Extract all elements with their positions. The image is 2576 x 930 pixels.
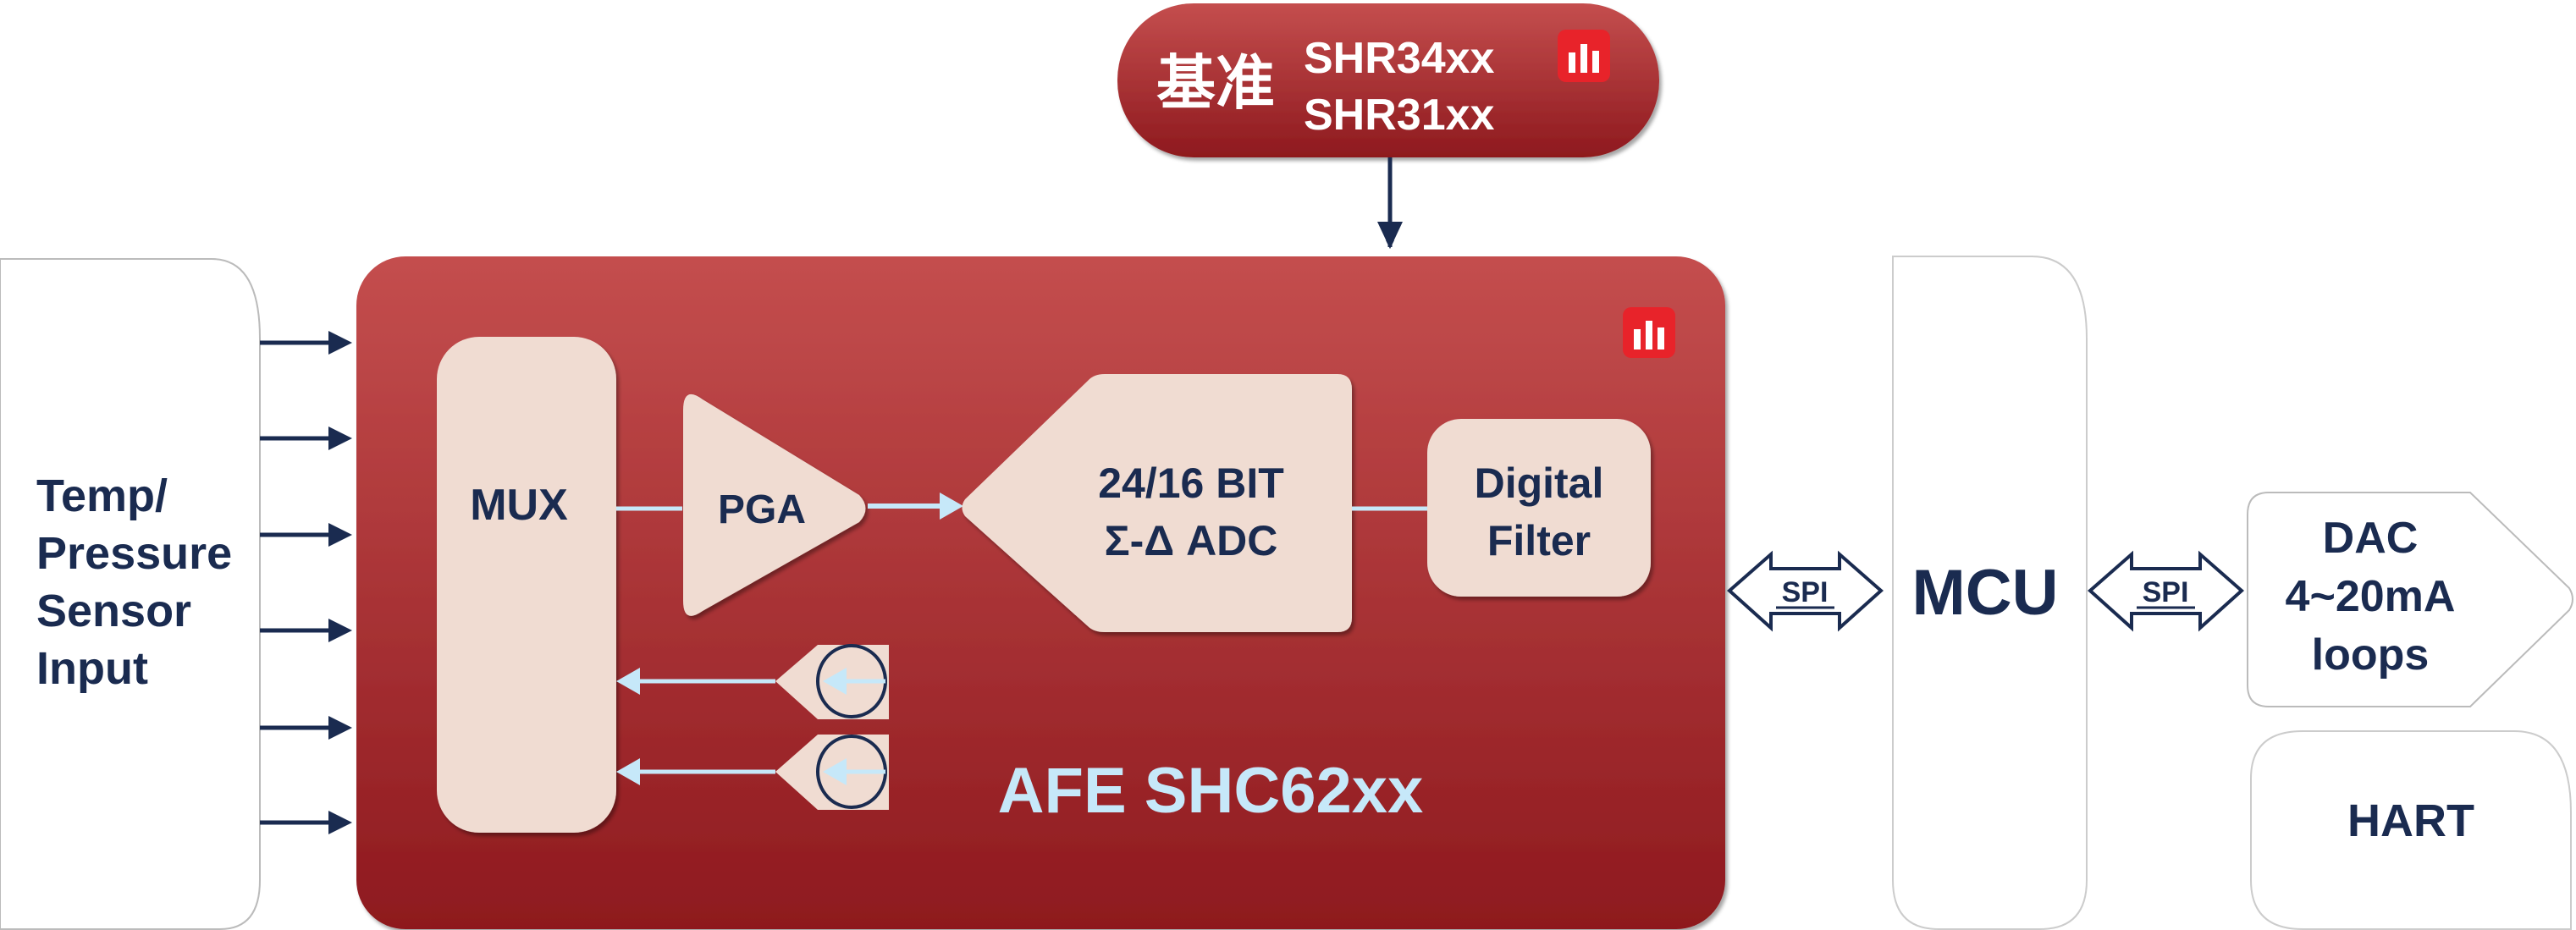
afe-title: AFE SHC62xx [998,755,1424,827]
arrowhead-icon [940,493,963,520]
sensor-input-arrows [260,331,352,834]
input-arrow [260,811,352,834]
sensor-line-4: Input [36,643,148,694]
brand-logo-icon [1558,30,1610,82]
mcu-label: MCU [1911,557,2058,629]
current-source-2 [616,735,889,810]
adc-block [962,374,1352,632]
sensor-line-1: Temp/ [36,471,168,521]
pga-amplifier [683,393,866,616]
dac-line-1: DAC [2323,514,2419,563]
reference-label: 基准 [1156,50,1275,116]
dac-box: DAC 4~20mA loops [2247,492,2573,707]
arrowhead-icon [1377,222,1403,249]
dac-line-2: 4~20mA [2286,572,2456,621]
adc-line-2: Σ-Δ ADC [1105,517,1278,564]
mcu-box: MCU [1892,256,2088,930]
hart-box: HART [2250,730,2572,930]
brand-logo-icon [1623,307,1675,358]
spi-right-label: SPI [2143,576,2189,608]
adc-line-1: 24/16 BIT [1098,459,1284,507]
filter-line-2: Filter [1487,517,1591,564]
reference-box: 基准 SHR34xx SHR31xx [1117,3,1659,157]
afe-chip-box: MUX PGA 24/16 BIT Σ-Δ ADC Digital Filter [356,256,1725,929]
hart-label: HART [2347,795,2474,846]
reference-part-1: SHR34xx [1304,34,1495,83]
spi-link-right: SPI [2087,550,2245,632]
reference-part-2: SHR31xx [1304,91,1495,140]
pga-label: PGA [718,487,806,532]
input-arrow [260,426,352,450]
input-arrow [260,331,352,355]
sensor-line-2: Pressure [36,528,232,579]
input-arrow [260,716,352,740]
input-arrow [260,619,352,642]
sensor-input-box: Temp/ Pressure Sensor Input [0,258,261,930]
sensor-line-3: Sensor [36,586,191,636]
digital-filter-block [1427,419,1651,597]
spi-left-label: SPI [1782,576,1829,608]
mux-block [437,337,616,833]
mux-label: MUX [470,481,568,530]
current-source-1 [616,644,889,719]
filter-line-1: Digital [1475,459,1604,507]
dac-line-3: loops [2312,630,2430,680]
spi-link-left: SPI [1726,550,1884,632]
input-arrow [260,523,352,547]
